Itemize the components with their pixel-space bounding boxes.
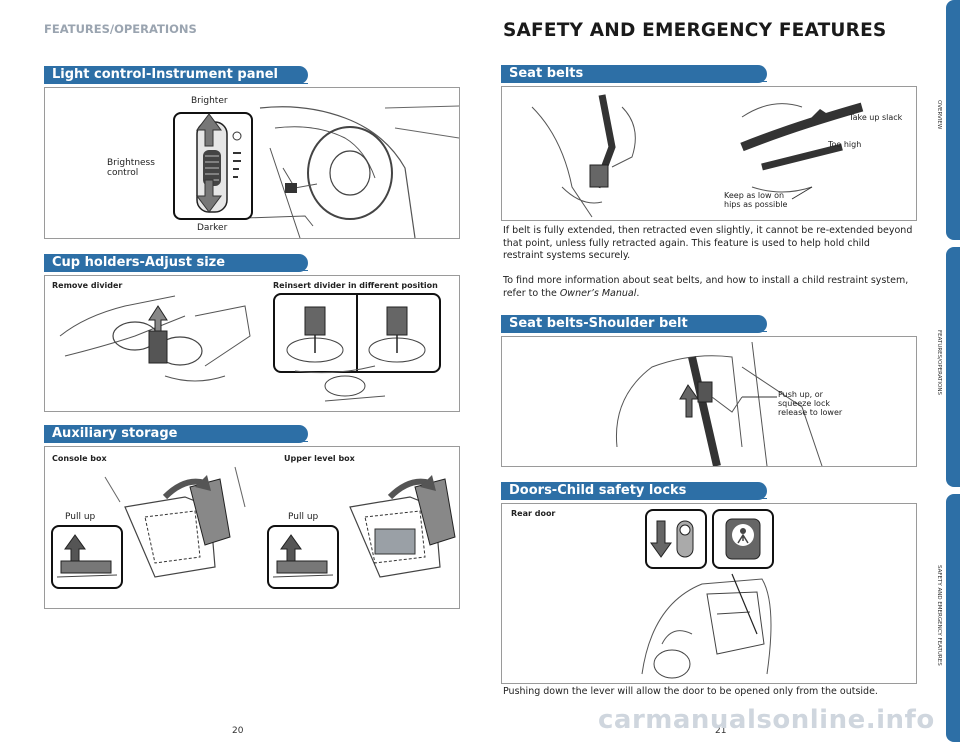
side-tab-safety-label: SAFETY AND EMERGENCY FEATURES xyxy=(936,565,942,666)
pull-up-label-2: Pull up xyxy=(288,512,319,522)
watermark: carmanualsonline.info xyxy=(598,705,935,735)
rear-door-illustration xyxy=(641,573,772,679)
side-tab-overview-label: OVERVIEW xyxy=(936,100,942,130)
push-up-callout-3: release to lower xyxy=(778,408,843,417)
darker-label: Darker xyxy=(197,223,228,233)
take-up-slack-label: Take up slack xyxy=(849,113,903,122)
cup-holder-lower-illustration xyxy=(294,365,386,402)
lock-lever-box xyxy=(645,509,707,569)
page-number-right: 21 xyxy=(715,726,727,736)
arrow-down-icon xyxy=(196,179,222,213)
aux-storage-panel: Console box Upper level box Pull up Pull… xyxy=(44,446,460,609)
side-tab-safety[interactable] xyxy=(946,494,960,742)
arrow-up-icon xyxy=(196,113,222,147)
console-box-label: Console box xyxy=(52,454,107,463)
child-locks-panel: Rear door xyxy=(501,503,917,684)
side-tab-features-operations-label: FEATURES/OPERATIONS xyxy=(936,330,942,395)
seat-belts-paragraph-1: If belt is fully extended, then retracte… xyxy=(503,225,913,261)
side-tab-features-operations[interactable] xyxy=(946,247,960,487)
seat-belt-icon xyxy=(531,94,864,218)
right-page-title: SAFETY AND EMERGENCY FEATURES xyxy=(503,20,887,41)
push-up-callout-2: squeeze lock xyxy=(778,399,830,408)
console-box-illustration xyxy=(104,466,456,578)
seat-belts-paragraph-2-prefix: To find more information about seat belt… xyxy=(503,275,909,299)
cup-holder-illustration xyxy=(59,295,435,382)
owners-manual-reference: Owner’s Manual xyxy=(559,287,637,299)
page-number-left: 20 xyxy=(232,726,244,736)
push-up-callout-1: Push up, or xyxy=(778,390,823,399)
shoulder-belt-panel: Push up, or squeeze lock release to lowe… xyxy=(501,336,917,467)
too-high-label: Too high xyxy=(828,140,862,149)
side-tab-overview[interactable] xyxy=(946,0,960,240)
cup-holders-title: Cup holders-Adjust size xyxy=(44,254,308,272)
remove-divider-label: Remove divider xyxy=(52,281,123,290)
keep-low-label-1: Keep as low on xyxy=(724,191,785,200)
lever-down-arrow-icon xyxy=(650,520,694,558)
child-locks-caption: Pushing down the lever will allow the do… xyxy=(503,686,878,697)
child-lock-symbol-box xyxy=(712,509,774,569)
keep-low-label-2: hips as possible xyxy=(724,200,788,209)
instrument-panel-illustration xyxy=(244,105,459,238)
child-locks-title: Doors-Child safety locks xyxy=(501,482,767,500)
divider-illustration xyxy=(286,295,426,371)
shoulder-belt-illustration xyxy=(615,341,823,466)
brightness-control-box xyxy=(173,112,253,220)
console-detail-box-2 xyxy=(267,525,339,589)
child-lock-icon xyxy=(725,518,761,560)
brighter-label: Brighter xyxy=(191,96,228,106)
rear-door-label: Rear door xyxy=(511,509,556,518)
light-control-panel: Brighter Brightness control Darker xyxy=(44,87,460,239)
left-page-header: FEATURES/OPERATIONS xyxy=(44,22,197,36)
light-control-title: Light control-Instrument panel xyxy=(44,66,308,84)
pull-up-arrow-icon xyxy=(56,534,118,578)
reinsert-divider-label: Reinsert divider in different position xyxy=(273,281,438,290)
brightness-control-label-2: control xyxy=(107,168,139,178)
console-detail-box-1 xyxy=(51,525,123,589)
cup-holders-panel: Remove divider Reinsert divider in diffe… xyxy=(44,275,460,412)
aux-storage-title: Auxiliary storage xyxy=(44,425,308,443)
brightness-control-label-1: Brightness xyxy=(107,158,155,168)
pull-up-arrow-icon-2 xyxy=(272,534,334,578)
seat-belts-panel: Take up slack Too high Keep as low on hi… xyxy=(501,86,917,221)
seat-belts-paragraph-2-suffix: . xyxy=(636,287,640,299)
upper-level-box-label: Upper level box xyxy=(284,454,355,463)
shoulder-belt-title: Seat belts-Shoulder belt adjustment xyxy=(501,315,767,349)
pull-up-label-1: Pull up xyxy=(65,512,96,522)
seat-belts-title: Seat belts xyxy=(501,65,767,83)
reinsert-detail-box xyxy=(273,293,441,373)
seat-belts-paragraph-2: To find more information about seat belt… xyxy=(503,275,913,300)
